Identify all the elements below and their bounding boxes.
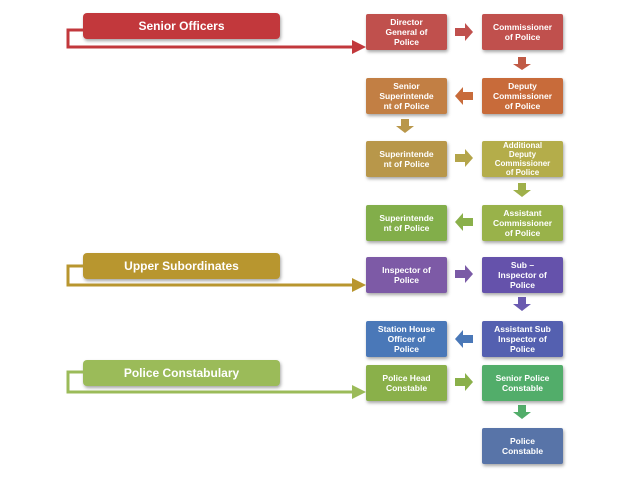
box-constable: Police Constable: [482, 428, 563, 464]
box-label: Deputy Commissioner of Police: [492, 81, 553, 111]
box-superintendent-1: Superintende nt of Police: [366, 141, 447, 177]
box-assistant-commissioner: Assistant Commissioner of Police: [482, 205, 563, 241]
box-label: Assistant Commissioner of Police: [492, 208, 553, 238]
box-director-general: Director General of Police: [366, 14, 447, 50]
box-label: Additional Deputy Commissioner of Police: [494, 141, 551, 177]
senior-bracket-arrow: [352, 40, 366, 54]
arrow-left-icon: [455, 330, 473, 348]
box-label: Police Head Constable: [382, 373, 431, 393]
arrow-left-icon: [455, 213, 473, 231]
box-assistant-sub-inspector: Assistant Sub Inspector of Police: [482, 321, 563, 357]
senior-bracket: [66, 28, 352, 49]
box-label: Senior Superintende nt of Police: [379, 81, 434, 111]
box-commissioner: Commissioner of Police: [482, 14, 563, 50]
box-label: Assistant Sub Inspector of Police: [494, 324, 551, 354]
category-upper-subordinates: Upper Subordinates: [83, 253, 280, 279]
box-inspector: Inspector of Police: [366, 257, 447, 293]
box-label: Police Constable: [501, 436, 544, 456]
box-sub-inspector: Sub – Inspector of Police: [482, 257, 563, 293]
upper-bracket-arrow: [352, 278, 366, 292]
category-senior-officers: Senior Officers: [83, 13, 280, 39]
box-label: Commissioner of Police: [492, 22, 553, 42]
arrow-down-icon: [513, 405, 531, 419]
box-label: Superintende nt of Police: [379, 149, 434, 169]
box-label: Station House Officer of Police: [377, 324, 436, 354]
box-label: Superintende nt of Police: [379, 213, 434, 233]
box-label: Sub – Inspector of Police: [498, 260, 547, 290]
constabulary-bracket: [66, 370, 352, 394]
category-label: Police Constabulary: [123, 366, 240, 380]
box-deputy-commissioner: Deputy Commissioner of Police: [482, 78, 563, 114]
category-label: Upper Subordinates: [124, 259, 239, 273]
arrow-down-icon: [396, 119, 414, 133]
category-label: Senior Officers: [138, 19, 225, 33]
constabulary-bracket-arrow: [352, 385, 366, 399]
arrow-down-icon: [513, 183, 531, 197]
box-head-constable: Police Head Constable: [366, 365, 447, 401]
box-superintendent-2: Superintende nt of Police: [366, 205, 447, 241]
arrow-down-icon: [513, 57, 531, 70]
arrow-right-icon: [455, 373, 473, 391]
box-label: Inspector of Police: [382, 265, 431, 285]
arrow-right-icon: [455, 149, 473, 167]
box-additional-deputy-commissioner: Additional Deputy Commissioner of Police: [482, 141, 563, 177]
category-police-constabulary: Police Constabulary: [83, 360, 280, 386]
box-senior-constable: Senior Police Constable: [482, 365, 563, 401]
box-label: Senior Police Constable: [495, 373, 550, 393]
arrow-down-icon: [513, 297, 531, 311]
box-senior-superintendent: Senior Superintende nt of Police: [366, 78, 447, 114]
upper-bracket: [66, 264, 352, 287]
box-station-house-officer: Station House Officer of Police: [366, 321, 447, 357]
arrow-right-icon: [455, 265, 473, 283]
box-label: Director General of Police: [385, 17, 428, 47]
arrow-right-icon: [455, 23, 473, 41]
arrow-left-icon: [455, 87, 473, 105]
